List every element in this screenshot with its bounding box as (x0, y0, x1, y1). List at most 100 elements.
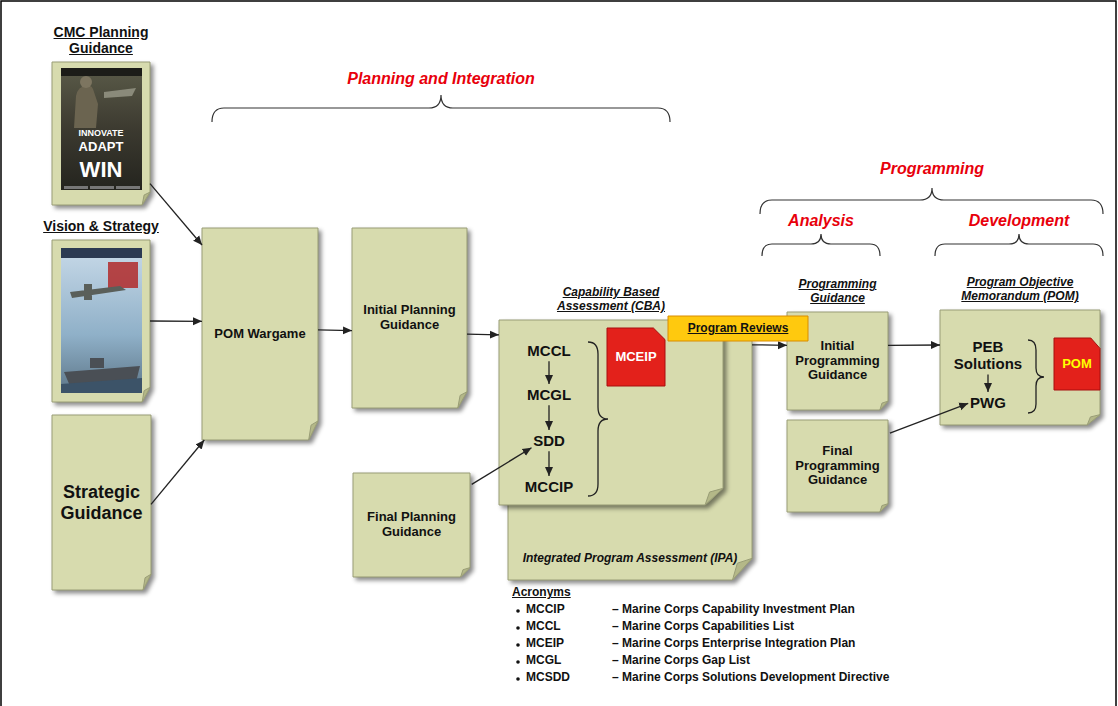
node-text: SDD (533, 432, 565, 449)
phase-bracket (760, 188, 1103, 214)
phase-label: Planning and Integration (347, 70, 535, 88)
doc-shape (202, 228, 318, 440)
node-text: POM Wargame (214, 327, 305, 342)
cover-mark (108, 262, 138, 288)
node-text: POM (1062, 357, 1092, 372)
sea (61, 378, 142, 393)
page-fold (458, 392, 467, 408)
step-text: MCGL (527, 386, 571, 403)
cover-strip (61, 248, 142, 258)
page-fold (880, 401, 888, 410)
step-text: SDD (533, 432, 565, 449)
page-fold (143, 574, 151, 590)
assessment-document: Capability Based Assessment (CBA)MCCLMCG… (499, 320, 723, 505)
process-document: Programming GuidanceInitial Programming … (787, 312, 888, 410)
heading-text: Program Objective Memorandum (POM) (945, 276, 1095, 304)
process-document: POM Wargame (202, 228, 318, 440)
flow-arrow (752, 344, 787, 346)
output-document: POM (1054, 338, 1100, 390)
bullet (516, 677, 520, 681)
cover-text: ADAPT (79, 140, 124, 155)
node-text: Final Planning Guidance (359, 510, 464, 540)
guidance-document: Strategic Guidance (52, 415, 151, 590)
phase-bracket (762, 234, 880, 256)
doc-shape (940, 310, 1100, 425)
pom-document: Program Objective Memorandum (POM)PEB So… (940, 310, 1100, 425)
aircraft-figure (104, 88, 136, 98)
cover-image (61, 248, 142, 393)
flow-arrow (150, 320, 202, 322)
flow-arrow (150, 184, 202, 245)
step-text: PEB Solutions (948, 338, 1028, 373)
doc-outline (52, 240, 150, 402)
node-text: Integrated Program Assessment (IPA) (523, 552, 738, 566)
page-fold (142, 192, 150, 205)
bullet (516, 609, 520, 613)
soldier-head (80, 76, 92, 88)
soldier-figure (74, 86, 98, 128)
doc-shape (787, 420, 888, 512)
node-text: Initial Planning Guidance (358, 303, 461, 333)
flow-arrow (548, 361, 549, 384)
node-text: Initial Programming Guidance (793, 339, 882, 384)
acronym-definition: – Marine Corps Capabilities List (612, 620, 794, 634)
acronym-definition: – Marine Corps Enterprise Integration Pl… (612, 637, 855, 651)
acronym: MCSDD (526, 671, 570, 685)
review-box: Program Reviews (668, 316, 808, 341)
acronym: MCCL (526, 620, 561, 634)
acronym-definition: – Marine Corps Solutions Development Dir… (612, 671, 889, 685)
cover-text: INNOVATE (78, 128, 123, 138)
acronym-definition: – Marine Corps Capability Investment Pla… (612, 603, 855, 617)
bullet (516, 626, 520, 630)
heading-text: Programming Guidance (788, 278, 888, 306)
phase-bracket (212, 95, 670, 122)
node-text: MCGL (527, 386, 571, 403)
doc-outline (508, 340, 752, 580)
process-document: Final Planning Guidance (353, 473, 470, 577)
node-text: Program Reviews (688, 322, 789, 336)
page-fold (142, 387, 150, 402)
red-shape (1054, 338, 1100, 390)
cover-strip (61, 68, 142, 76)
heading-text: Vision & Strategy (41, 218, 161, 234)
node-text: Strategic Guidance (58, 482, 145, 523)
cover-text: WIN (80, 157, 123, 182)
page-fold (1087, 415, 1100, 425)
node-text: PEB Solutions (948, 338, 1028, 373)
flow-arrow (318, 329, 352, 331)
red-shape (607, 328, 665, 386)
phase-bracket (935, 234, 1103, 256)
flow-arrow (888, 344, 940, 346)
node-text: Final Programming Guidance (793, 444, 882, 489)
page-fold (309, 421, 318, 440)
node-text: PWG (970, 394, 1006, 411)
node-text: MCCL (527, 342, 570, 359)
flow-arrow (467, 334, 499, 336)
photo-thumb (90, 186, 114, 189)
step-text: PWG (970, 394, 1006, 411)
doc-shape (353, 473, 470, 577)
node-text: MCEIP (615, 350, 656, 365)
phase-label: Analysis (788, 212, 854, 230)
flow-arrow (987, 375, 988, 393)
process-document: Final Programming Guidance (787, 420, 888, 512)
photo-thumb (116, 186, 140, 189)
doc-shape (499, 320, 723, 505)
cover-illustration (61, 248, 142, 393)
doc-shape (352, 228, 467, 408)
doc-shape (787, 312, 888, 410)
legend-heading: Acronyms (512, 586, 571, 600)
node-text: MCCIP (525, 478, 573, 495)
phase-label: Development (969, 212, 1069, 230)
bullet (516, 643, 520, 647)
aircraft-figure (70, 284, 126, 300)
step-text: MCCL (527, 342, 570, 359)
bullet (516, 660, 520, 664)
yellow-shape (668, 316, 808, 341)
flow-arrow (548, 451, 549, 476)
acronym-definition: – Marine Corps Gap List (612, 654, 750, 668)
doc-shape (52, 240, 150, 402)
acronym: MCEIP (526, 637, 564, 651)
doc-shape (52, 62, 150, 205)
